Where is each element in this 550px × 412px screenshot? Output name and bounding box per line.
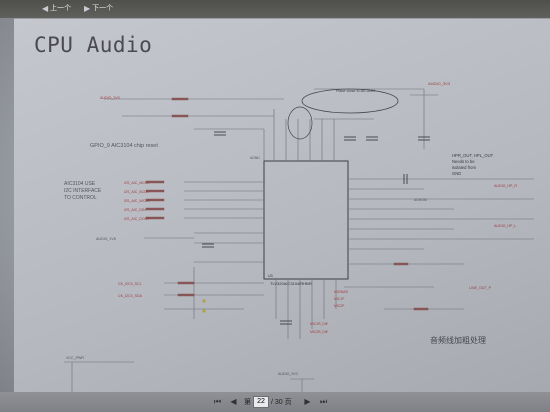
net-left-1: I2S_AIC_MCLK [124,181,150,185]
arrow-left-icon: ◀ [42,4,49,13]
net-i2c-sda: CK_I2C0_SDA [118,294,143,298]
arrow-right-icon: ▶ [84,4,91,13]
right-note-3: isolated from [452,165,476,170]
net-right-1: AUDIO_HP_R [494,184,517,188]
callout-ellipse [301,88,399,114]
net-bottom-3: MIC2P [334,304,345,308]
net-left-4: I2S_AIC_DIN [124,208,146,212]
schematic-diagram: Place close to AIC3104 GPIO_9 AIC3104 ch… [64,81,534,392]
gpio-reset-note: GPIO_9 AIC3104 chip reset [90,143,158,149]
net-left-5: I2S_AIC_DOUT [124,217,150,221]
document-page: CPU Audio [14,18,550,392]
net-right-3: LINE_OUT_P [469,286,492,290]
prev-page-icon[interactable]: ◀ [230,397,237,406]
i2c-note-1: AIC3104 USE [64,181,96,187]
net-top-right: AUDIO_3V3 [428,81,451,86]
last-page-icon[interactable]: ⏭ [319,397,328,406]
net-bottom-center: AUDIO_3V3 [278,372,298,376]
next-button[interactable]: ▶ 下一个 [84,3,113,15]
net-bottom-2: MIC1P [334,297,345,301]
page-total: / 30 页 [271,398,292,406]
toolbar: ◀ 上一个 ▶ 下一个 [0,0,550,18]
page-prefix: 第 [244,398,251,406]
ground-label: AGND [250,156,260,160]
status-bar: ⏮ ◀ 第 / 30 页 ▶ ⏭ [0,392,550,412]
right-note-1: HPR_OUT, HPL_OUT [452,153,494,158]
net-i2c-scl: CK_I2C0_SCL [118,282,142,286]
i2c-note-2: I2C INTERFACE [64,188,102,194]
prev-label: 上一个 [50,5,72,12]
net-bottom-4: MIC1R_Diff [310,322,328,326]
prev-button[interactable]: ◀ 上一个 [42,3,71,15]
chip-body [263,160,349,280]
ground-alt-label: AGNOM [414,198,427,202]
right-note-4: GND [452,171,461,176]
net-bottom-left: VCC_PWR [66,356,84,360]
i2c-note-3: TO CONTROL [64,195,97,201]
net-left-3: I2S_AIC_WCLK [124,199,150,203]
first-page-icon[interactable]: ⏮ [213,397,222,406]
net-right-2: AUDIO_HP_L [494,224,516,228]
page-indicator: 第 / 30 页 [244,395,292,408]
net-bottom-1: MICBIAS [334,290,349,294]
page-title: CPU Audio [34,33,153,57]
net-power-2: AUDIO_3V3 [100,96,120,100]
chinese-note: 音频线加粗处理 [430,335,486,345]
net-left-2: I2S_AIC_BCLK [124,190,149,194]
page-number-input[interactable] [253,395,269,408]
callout-note: Place close to AIC3104 [336,89,375,93]
net-bottom-5: MIC2R_Diff [310,330,328,334]
next-page-icon[interactable]: ▶ [304,397,311,406]
right-note-2: Needs to be [452,159,475,164]
chip-label: TLV320AIC3104IRHBR [270,281,312,286]
chip-ref: U3 [268,274,273,278]
next-label: 下一个 [92,5,114,12]
net-power-1: AUDIO_1V8 [96,237,116,241]
